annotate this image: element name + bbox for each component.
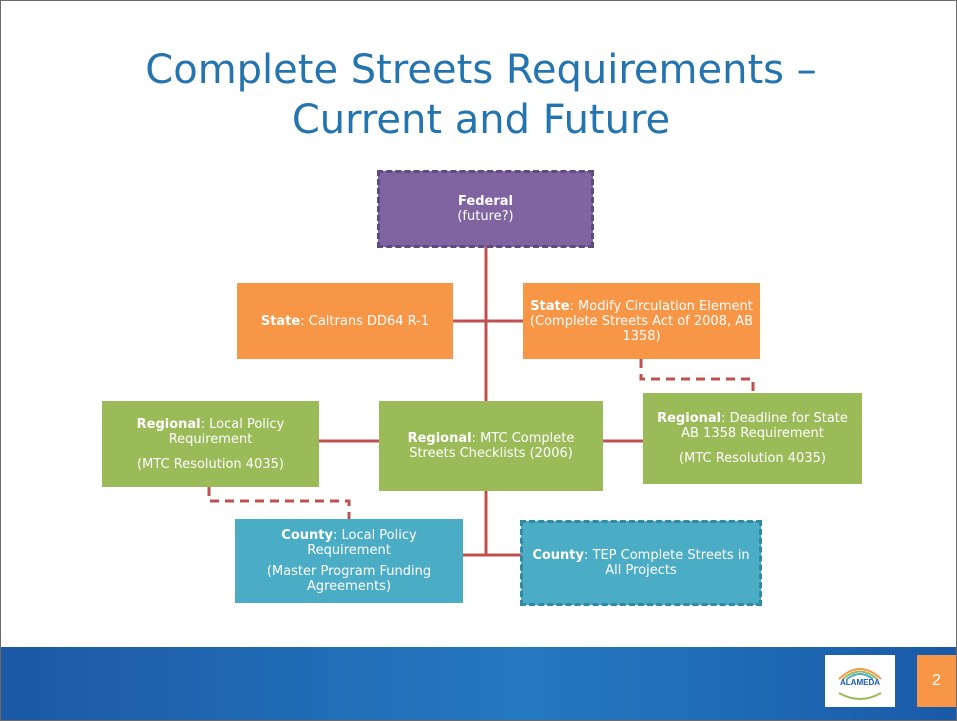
node-regional-deadline-text2: (MTC Resolution 4035) <box>679 451 826 466</box>
node-regional-deadline-label: Regional <box>657 411 722 426</box>
node-county-local-text2: (Master Program Funding Agreements) <box>266 564 432 594</box>
node-federal-text: (future?) <box>457 209 514 224</box>
node-regional-deadline: Regional: Deadline for State AB 1358 Req… <box>643 393 862 484</box>
title-line-1: Complete Streets Requirements – <box>145 47 817 93</box>
node-regional-deadline-text: : Deadline for State AB 1358 Requirement <box>681 411 848 441</box>
node-state-caltrans-text: : Caltrans DD64 R-1 <box>300 313 430 329</box>
footer-bar <box>1 647 956 720</box>
dashed-link-state-to-deadline <box>639 359 755 393</box>
alameda-ctc-logo-icon: ALAMEDA <box>825 655 895 707</box>
node-county-local: County: Local Policy Requirement (Master… <box>235 519 463 603</box>
node-regional-local: Regional: Local Policy Requirement (MTC … <box>102 401 319 487</box>
node-regional-local-text2: (MTC Resolution 4035) <box>137 456 284 472</box>
node-regional-mtc-label: Regional <box>407 431 472 446</box>
node-federal-label: Federal <box>458 194 513 209</box>
node-state-caltrans-label: State <box>260 313 301 329</box>
node-county-local-label: County <box>281 528 333 543</box>
node-state-circulation: State: Modify Circulation Element (Compl… <box>523 283 760 359</box>
node-county-tep-text: : TEP Complete Streets in All Projects <box>583 548 750 578</box>
logo-text: ALAMEDA <box>840 678 880 687</box>
node-federal: Federal (future?) <box>377 170 594 248</box>
node-regional-mtc: Regional: MTC Complete Streets Checklist… <box>379 401 603 491</box>
node-state-circulation-text: : Modify Circulation Element (Complete S… <box>529 298 754 344</box>
node-state-circulation-label: State <box>530 298 570 314</box>
node-county-tep: County: TEP Complete Streets in All Proj… <box>520 520 762 606</box>
slide-title: Complete Streets Requirements – Current … <box>61 45 901 145</box>
node-regional-local-label: Regional <box>136 416 201 432</box>
node-regional-local-text: : Local Policy Requirement <box>168 416 285 447</box>
title-line-2: Current and Future <box>291 97 671 143</box>
node-state-caltrans: State: Caltrans DD64 R-1 <box>237 283 453 359</box>
page-number: 2 <box>917 655 956 707</box>
node-county-tep-label: County <box>532 548 584 563</box>
node-county-local-text: : Local Policy Requirement <box>307 528 417 558</box>
dashed-link-regional-to-county <box>207 487 351 519</box>
logo-arc-icon <box>838 668 882 700</box>
node-regional-mtc-text: : MTC Complete Streets Checklists (2006) <box>409 431 575 461</box>
